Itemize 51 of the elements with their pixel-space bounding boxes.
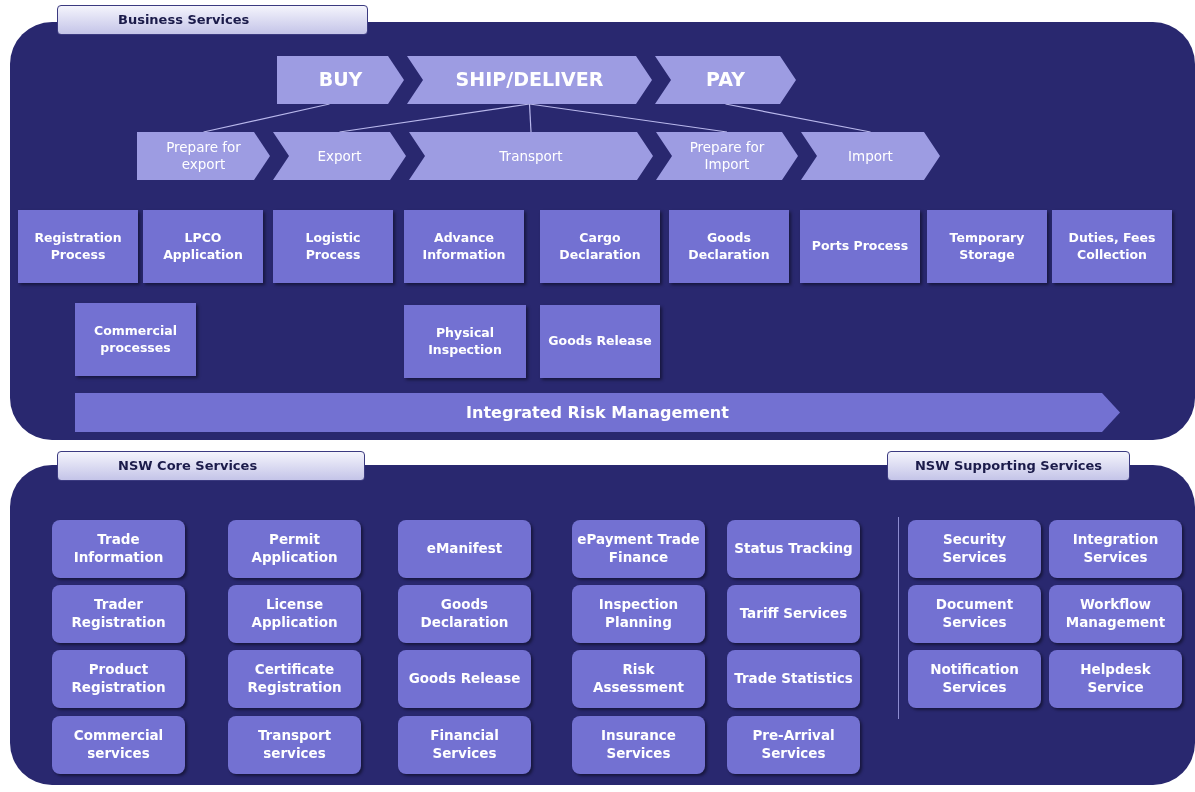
service-box: License Application (228, 585, 361, 643)
service-box: eManifest (398, 520, 531, 578)
process-box: Registration Process (18, 210, 138, 283)
service-box: Inspection Planning (572, 585, 705, 643)
process-stage-shape: BUY (277, 56, 404, 104)
process-step-shape: Export (273, 132, 406, 180)
service-box: ePayment Trade Finance (572, 520, 705, 578)
service-box: Trade Information (52, 520, 185, 578)
service-box: Permit Application (228, 520, 361, 578)
process-step-shape: Transport (409, 132, 653, 180)
process-box: Goods Release (540, 305, 660, 378)
service-box: Trade Statistics (727, 650, 860, 708)
process-box: Goods Declaration (669, 210, 789, 283)
service-box: Document Services (908, 585, 1041, 643)
service-box: Integration Services (1049, 520, 1182, 578)
connector-line (528, 103, 532, 133)
service-box: Goods Release (398, 650, 531, 708)
service-box: Helpdesk Service (1049, 650, 1182, 708)
process-box: Commercial processes (75, 303, 196, 376)
service-box: Financial Services (398, 716, 531, 774)
service-box: Commercial services (52, 716, 185, 774)
section-tab: Business Services (57, 5, 368, 35)
risk-management-banner: Integrated Risk Management (75, 393, 1120, 432)
service-box: Risk Assessment (572, 650, 705, 708)
service-box: Certificate Registration (228, 650, 361, 708)
service-box: Insurance Services (572, 716, 705, 774)
section-tab: NSW Core Services (57, 451, 365, 481)
section-tab: NSW Supporting Services (887, 451, 1130, 481)
service-box: Status Tracking (727, 520, 860, 578)
service-box: Security Services (908, 520, 1041, 578)
service-box: Goods Declaration (398, 585, 531, 643)
process-stage-shape: PAY (655, 56, 796, 104)
service-box: Trader Registration (52, 585, 185, 643)
process-box: Logistic Process (273, 210, 393, 283)
service-box: Transport services (228, 716, 361, 774)
service-box: Product Registration (52, 650, 185, 708)
process-step-shape: Prepare for export (137, 132, 270, 180)
process-box: Cargo Declaration (540, 210, 660, 283)
service-box: Notification Services (908, 650, 1041, 708)
process-step-shape: Import (801, 132, 940, 180)
process-box: Advance Information (404, 210, 524, 283)
process-box: Ports Process (800, 210, 920, 283)
process-box: Duties, Fees Collection (1052, 210, 1172, 283)
process-stage-shape: SHIP/DELIVER (407, 56, 652, 104)
process-box: Physical Inspection (404, 305, 526, 378)
service-box: Workflow Management (1049, 585, 1182, 643)
process-step-shape: Prepare for Import (656, 132, 798, 180)
process-box: LPCO Application (143, 210, 263, 283)
service-box: Tariff Services (727, 585, 860, 643)
service-box: Pre-Arrival Services (727, 716, 860, 774)
process-box: Temporary Storage (927, 210, 1047, 283)
